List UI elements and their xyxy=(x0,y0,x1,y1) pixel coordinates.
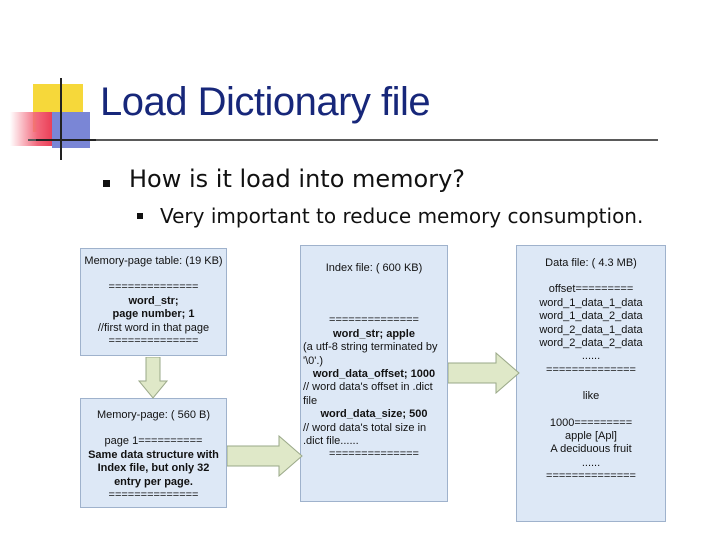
box-heading: Memory-page table: (19 KB) xyxy=(84,255,223,267)
bullet-marker-1 xyxy=(103,180,110,187)
offset-entry: 1000========= xyxy=(549,416,633,429)
data-entry: word_2_data_1_data xyxy=(539,323,643,336)
comment: .dict file...... xyxy=(303,435,359,448)
right-arrow-to-data xyxy=(448,352,520,394)
separator: ============== xyxy=(546,470,636,483)
description: Same data structure with xyxy=(88,448,219,461)
memory-page-table-box: Memory-page table: (19 KB) =============… xyxy=(80,248,227,356)
ellipsis: ...... xyxy=(581,456,601,469)
box-heading: Data file: ( 4.3 MB) xyxy=(545,257,637,269)
separator: ============== xyxy=(329,314,419,327)
title-underline xyxy=(28,139,658,141)
separator: ============== xyxy=(546,363,636,376)
down-arrow xyxy=(138,357,168,399)
data-entry: word_2_data_2_data xyxy=(539,337,643,350)
ellipsis: ...... xyxy=(581,350,601,363)
separator: ============== xyxy=(108,489,199,502)
comment: //first word in that page xyxy=(97,321,210,334)
comment: (a utf-8 string terminated by xyxy=(303,341,438,354)
bullet-text-1: How is it load into memory? xyxy=(129,165,466,193)
bullet-marker-1-1 xyxy=(137,213,143,219)
description: Index file, but only 32 xyxy=(97,462,210,475)
slide-title: Load Dictionary file xyxy=(100,80,431,124)
field-name: word_data_offset; 1000 xyxy=(312,368,436,381)
right-arrow-to-index xyxy=(227,435,303,477)
comment: file xyxy=(303,394,318,407)
accent-crossbar xyxy=(36,139,96,141)
separator: ============== xyxy=(329,448,419,461)
data-file-box: Data file: ( 4.3 MB) offset========= wor… xyxy=(516,245,666,522)
accent-blue-square xyxy=(52,112,90,148)
field-name: word_data_size; 500 xyxy=(320,408,428,421)
data-entry: word_1_data_2_data xyxy=(539,310,643,323)
separator: ============== xyxy=(108,281,199,294)
comment: // word data's total size in xyxy=(303,421,427,434)
like-label: like xyxy=(582,390,600,403)
field-name: word_str; xyxy=(128,294,179,307)
data-entry: word_1_data_1_data xyxy=(539,296,643,309)
comment: '\0'.) xyxy=(303,354,324,367)
separator: ============== xyxy=(108,335,199,348)
description: entry per page. xyxy=(114,475,193,488)
headword: apple [Apl] xyxy=(565,430,617,443)
bullet-text-1-1: Very important to reduce memory consumpt… xyxy=(160,204,644,228)
field-name: word_str; apple xyxy=(333,327,415,340)
accent-vertical-line xyxy=(60,78,62,160)
box-heading: Memory-page: ( 560 B) xyxy=(96,409,211,421)
offset-label: offset========= xyxy=(548,283,634,296)
field-name: page number; 1 xyxy=(112,308,195,321)
definition: A deciduous fruit xyxy=(550,443,632,456)
memory-page-box: Memory-page: ( 560 B) page 1========== S… xyxy=(80,398,227,508)
box-heading: Index file: ( 600 KB) xyxy=(325,262,423,274)
page-label: page 1========== xyxy=(104,435,203,448)
comment: // word data's offset in .dict xyxy=(303,381,433,394)
index-file-box: Index file: ( 600 KB) ============== wor… xyxy=(300,245,448,502)
